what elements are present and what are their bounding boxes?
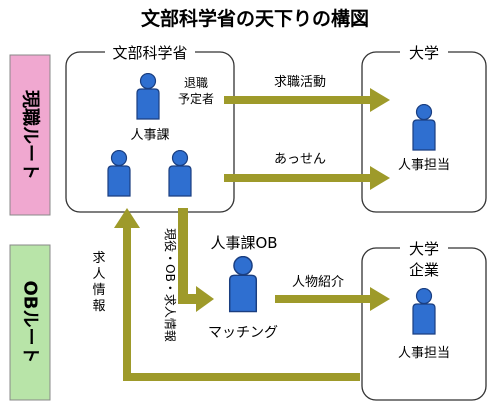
current-route-bar [9,54,51,216]
university-hr-person-icon [412,104,436,151]
job-hunting-label: 求職活動 [274,75,326,90]
job-hunting-arrow [224,88,390,112]
ministry-title: 文部科学省 [112,44,187,62]
diagram-title: 文部科学省の天下りの構図 [141,7,369,30]
job-info-char: 人 [92,267,105,282]
personnel-person-icon [168,150,192,197]
university-bottom-title-bg [400,238,448,258]
university-top-title: 大学 [409,44,439,62]
current-ob-info-arrow [178,208,214,312]
university-top-title-bg [400,42,448,62]
university-hr-person-icon [412,288,436,335]
current-ob-info-label: 現役・OB・求人情報 [163,228,178,342]
university-hr-top-label: 人事担当 [398,158,450,173]
university-hr-bottom-label: 人事担当 [398,346,450,361]
ministry-title-bg [105,42,195,62]
ob-route-bar [9,244,51,401]
job-info-char: 求 [92,251,105,266]
retiring-label-1: 退職 [184,76,208,90]
retiring-person-icon [136,73,160,120]
ob-route-label: OBルート [20,280,41,363]
matching-label: マッチング [208,325,278,341]
referral-label: 人物紹介 [292,275,344,290]
retiring-label-2: 予定者 [178,91,214,106]
personnel-ob-label: 人事課OB [210,234,277,252]
university-bottom-title-2: 企業 [409,261,439,279]
personnel-ob-person-icon [228,256,258,313]
job-info-char: 情 [92,283,105,298]
personnel-person-icon [107,150,131,197]
university-bottom-title-1: 大学 [409,240,439,258]
mediation-label: あっせん [274,152,326,167]
job-info-label: 求 人 情 報 [92,251,105,314]
job-info-char: 報 [92,299,105,314]
referral-arrow [275,287,390,311]
current-route-label: 現職ルート [20,90,42,180]
personnel-section-label: 人事課 [130,127,169,143]
mediation-arrow [224,166,390,190]
